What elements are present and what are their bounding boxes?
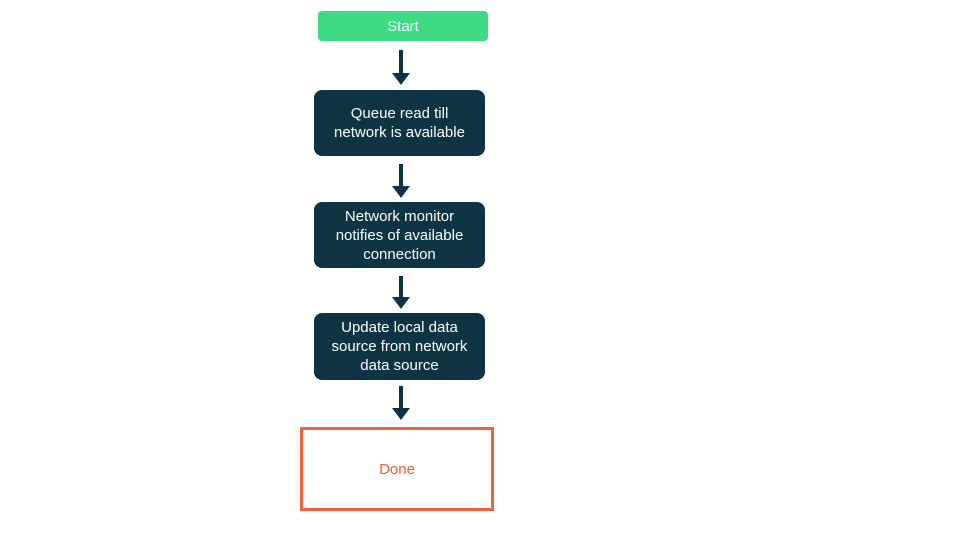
flow-arrow-down-icon [392, 276, 410, 309]
arrow-head [392, 73, 410, 85]
arrow-stem [399, 164, 403, 186]
arrow-stem [399, 276, 403, 297]
arrow-head [392, 186, 410, 198]
flow-node-start: Start [318, 11, 488, 41]
flow-arrow-down-icon [392, 386, 410, 420]
flow-node-network-monitor: Network monitor notifies of available co… [314, 202, 485, 268]
arrow-head [392, 408, 410, 420]
flow-arrow-down-icon [392, 164, 410, 198]
flow-node-queue-read: Queue read till network is available [314, 90, 485, 156]
flow-node-done: Done [300, 427, 494, 511]
flow-arrow-down-icon [392, 50, 410, 85]
flow-node-update-local-data: Update local data source from network da… [314, 313, 485, 380]
arrow-stem [399, 50, 403, 73]
arrow-stem [399, 386, 403, 408]
arrow-head [392, 297, 410, 309]
